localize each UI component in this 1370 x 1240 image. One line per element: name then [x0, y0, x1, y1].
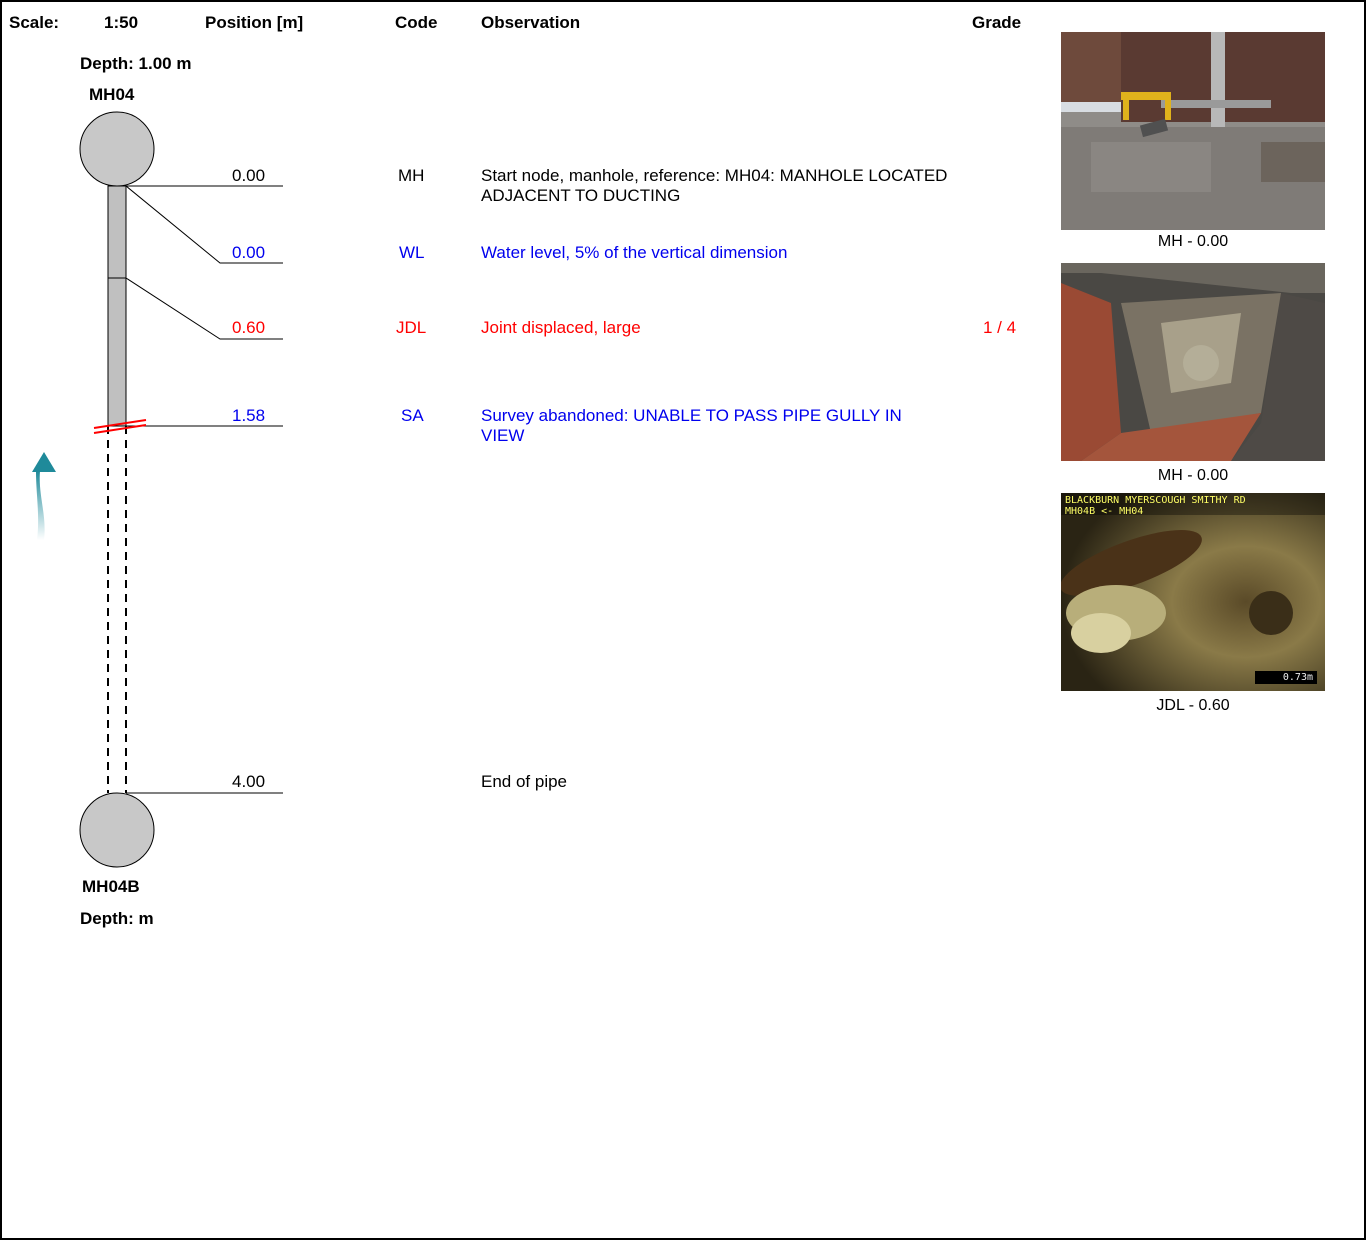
observation-position: 0.00: [232, 243, 266, 262]
position-header: Position [m]: [205, 13, 304, 32]
grade-header: Grade: [972, 13, 1022, 32]
start-manhole-symbol: [79, 111, 155, 187]
observation-text: Joint displaced, large: [481, 318, 641, 337]
photo-caption: MH - 0.00: [1157, 233, 1229, 250]
observation-text: End of pipe: [481, 772, 568, 791]
photo-cctv-joint[interactable]: BLACKBURN MYERSCOUGH SMITHY RD MH04B <- …: [1061, 493, 1325, 691]
abandon-marker: [93, 424, 147, 434]
observation-code: JDL: [396, 318, 427, 337]
photo-manhole-interior[interactable]: [1061, 263, 1325, 461]
observation-header: Observation: [481, 13, 581, 32]
observation-position: 0.00: [232, 166, 266, 185]
observation-code: WL: [399, 243, 425, 262]
code-header: Code: [395, 13, 438, 32]
leader-line: [125, 277, 283, 340]
start-node-depth: Depth: 1.00 m: [80, 54, 192, 73]
observation-text: Water level, 5% of the vertical dimensio…: [481, 243, 788, 262]
observation-grade: 1 / 4: [983, 318, 1017, 337]
observation-position: 4.00: [232, 772, 266, 791]
start-node-name: MH04: [89, 85, 135, 104]
photo-manhole-exterior[interactable]: [1061, 32, 1325, 230]
end-node-name: MH04B: [82, 877, 140, 896]
end-node-depth: Depth: m: [80, 909, 154, 928]
photo-caption: MH - 0.00: [1157, 467, 1229, 484]
pipe-diagram: [32, 111, 283, 868]
surveyed-pipe: [107, 185, 127, 427]
cctv-overlay-distance: 0.73m: [1255, 671, 1317, 684]
flow-direction-arrow: [32, 452, 56, 540]
observation-code: MH: [398, 166, 425, 185]
photo-caption: JDL - 0.60: [1156, 697, 1230, 714]
scale-value: 1:50: [104, 13, 139, 32]
leader-line: [125, 185, 283, 264]
abandon-marker: [93, 419, 147, 429]
scale-label: Scale:: [9, 13, 60, 32]
observation-code: SA: [401, 406, 424, 425]
cctv-overlay-direction: MH04B <- MH04: [1065, 506, 1144, 517]
observation-text: Start node, manhole, reference: MH04: MA…: [481, 166, 948, 205]
observation-position: 1.58: [232, 406, 266, 425]
observation-text: Survey abandoned: UNABLE TO PASS PIPE GU…: [481, 406, 902, 445]
observation-position: 0.60: [232, 318, 266, 337]
cctv-overlay-location: BLACKBURN MYERSCOUGH SMITHY RD: [1065, 495, 1246, 506]
end-manhole-symbol: [79, 792, 155, 868]
